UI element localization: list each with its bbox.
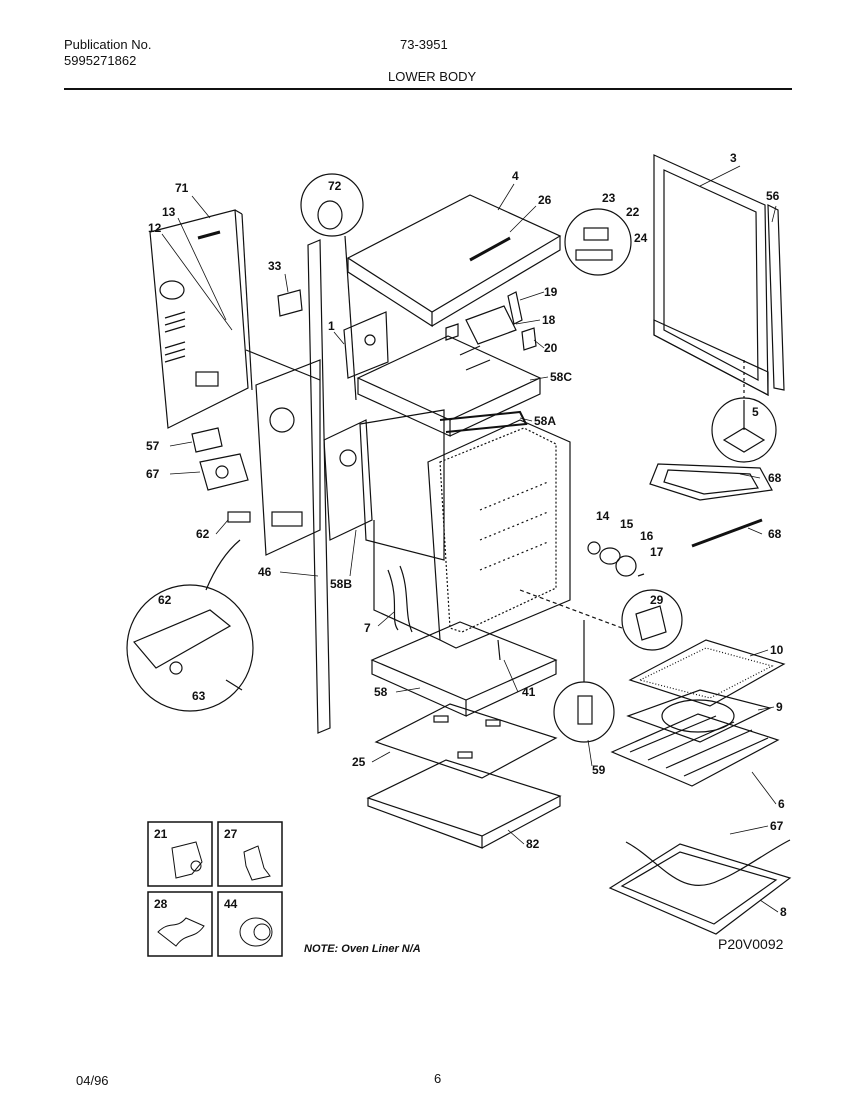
inset-23-22-24	[564, 208, 632, 276]
label-23: 23	[602, 191, 616, 205]
bottom-pan-82-part	[366, 759, 562, 849]
broiler-grid-10-part	[628, 639, 786, 707]
footer-date: 04/96	[76, 1073, 109, 1088]
label-29: 29	[650, 593, 664, 607]
label-56: 56	[766, 189, 780, 203]
inset-boxes: 21 27 28 44	[147, 821, 283, 957]
drawing-code: P20V0092	[718, 936, 784, 952]
label-13: 13	[162, 205, 176, 219]
label-58B: 58B	[330, 577, 352, 591]
label-68-top: 68	[768, 471, 782, 485]
label-4: 4	[512, 169, 519, 183]
publication-number: 5995271862	[64, 53, 137, 68]
oven-liner-note: NOTE: Oven Liner N/A	[304, 943, 421, 955]
label-57: 57	[146, 439, 160, 453]
label-41: 41	[522, 685, 536, 699]
insulation-58-part	[370, 621, 558, 717]
door-frame-3-part	[653, 154, 769, 397]
knob-parts	[587, 541, 645, 577]
probe-68	[691, 518, 763, 548]
label-16: 16	[640, 529, 654, 543]
label-63: 63	[192, 689, 206, 703]
bake-element-68	[649, 463, 773, 501]
label-25: 25	[352, 755, 366, 769]
model-number: 73-3951	[400, 37, 448, 52]
label-9: 9	[776, 700, 783, 714]
oven-cavity-part	[359, 409, 571, 649]
label-1: 1	[328, 319, 335, 333]
back-panel-part	[245, 349, 321, 556]
broil-element-8-part	[608, 839, 792, 935]
inset-box-27: 27	[217, 821, 283, 887]
label-8: 8	[780, 905, 787, 919]
inset-box-28: 28	[147, 891, 213, 957]
trim-strip-46-part	[307, 239, 331, 734]
panel-1-part	[343, 311, 389, 379]
label-62-top: 62	[196, 527, 210, 541]
burner-box-4-part	[346, 194, 562, 328]
inset-box-44: 44	[217, 891, 283, 957]
label-12: 12	[148, 221, 162, 235]
label-19: 19	[544, 285, 558, 299]
top-panel-58C-part	[356, 335, 542, 437]
label-58: 58	[374, 685, 388, 699]
oven-rack-6-part	[610, 713, 780, 787]
label-3: 3	[730, 151, 737, 165]
insulation-58B-part	[323, 419, 373, 541]
label-26: 26	[538, 193, 552, 207]
label-58C: 58C	[550, 370, 572, 384]
label-71: 71	[175, 181, 189, 195]
inset-label-28: 28	[154, 897, 168, 911]
label-82: 82	[526, 837, 540, 851]
label-33: 33	[268, 259, 282, 273]
label-24: 24	[634, 231, 648, 245]
inset-label-21: 21	[154, 827, 168, 841]
label-68-bottom: 68	[768, 527, 782, 541]
inset-leg-5	[711, 360, 777, 463]
inset-label-44: 44	[224, 897, 238, 911]
label-15: 15	[620, 517, 634, 531]
label-18: 18	[542, 313, 556, 327]
label-72: 72	[328, 179, 342, 193]
label-67-bottom: 67	[770, 819, 784, 833]
label-5: 5	[752, 405, 759, 419]
label-6: 6	[778, 797, 785, 811]
section-title: LOWER BODY	[388, 69, 477, 84]
parts-18-19-20	[445, 291, 537, 351]
broiler-pan-9-part	[626, 689, 772, 743]
label-22: 22	[626, 205, 640, 219]
inset-59	[553, 620, 615, 743]
label-62-inset: 62	[158, 593, 172, 607]
label-58A: 58A	[534, 414, 556, 428]
label-46: 46	[258, 565, 272, 579]
inset-label-27: 27	[224, 827, 238, 841]
block-62-part	[227, 511, 251, 523]
page-number: 6	[434, 1071, 442, 1086]
wiring-7-part	[387, 565, 413, 633]
label-10: 10	[770, 643, 784, 657]
bracket-33-part	[277, 289, 303, 317]
label-17: 17	[650, 545, 664, 559]
label-67-top: 67	[146, 467, 160, 481]
header-rule	[64, 88, 792, 90]
inset-72	[300, 173, 364, 401]
inset-29	[621, 589, 683, 651]
seal-58A-part	[439, 410, 528, 433]
label-14: 14	[596, 509, 610, 523]
seal-56-part	[767, 204, 785, 391]
publication-label: Publication No.	[64, 37, 152, 52]
bracket-57-part	[191, 427, 223, 453]
inset-62-63	[126, 539, 254, 712]
bracket-67-part	[199, 453, 249, 491]
inset-box-21: 21	[147, 821, 213, 887]
label-20: 20	[544, 341, 558, 355]
plate-25-part	[374, 703, 558, 779]
side-panel-part	[149, 209, 253, 429]
label-59: 59	[592, 763, 606, 777]
label-7: 7	[364, 621, 371, 635]
